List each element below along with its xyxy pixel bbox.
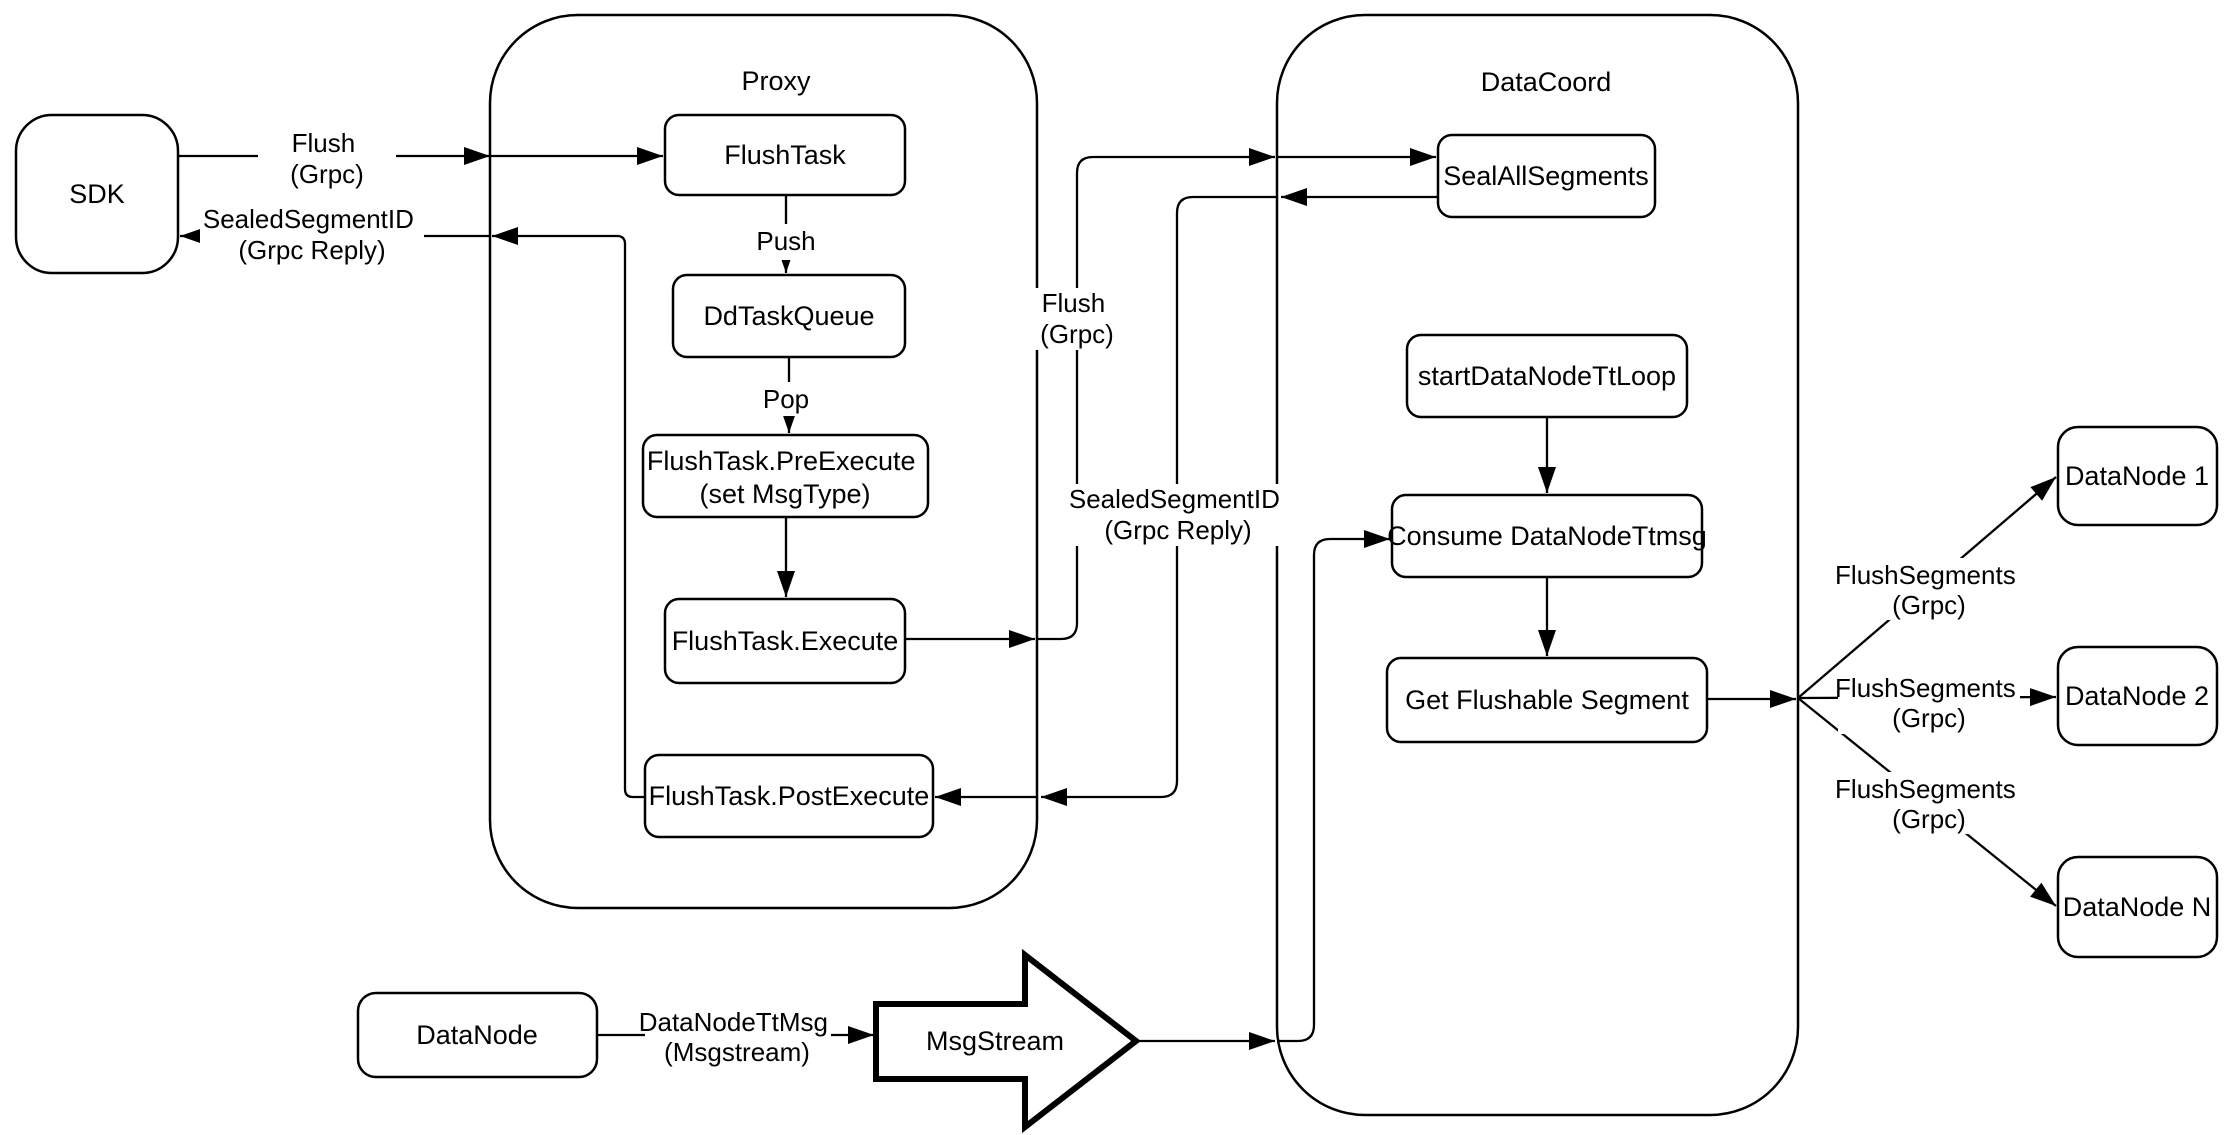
datacoord-container <box>1275 13 1800 1117</box>
edge-label-flush-grpc-sdk: Flush (Grpc) <box>290 128 364 189</box>
node-sealallsegments-label: SealAllSegments <box>1443 161 1649 191</box>
edges <box>178 147 2057 1050</box>
node-consumedatanodettmsg <box>1390 493 1704 579</box>
node-execute-label: FlushTask.Execute <box>672 626 899 656</box>
node-datanoden-label: DataNode N <box>2063 892 2212 922</box>
node-execute <box>663 597 907 685</box>
label-bg <box>645 1003 831 1065</box>
proxy-container <box>488 13 1039 910</box>
label-bg <box>1066 484 1290 546</box>
node-datanode2-label: DataNode 2 <box>2065 681 2209 711</box>
node-startdatanodettloop-label: startDataNodeTtLoop <box>1418 361 1676 391</box>
nodes: SDK FlushTask DdTaskQueue FlushTask.PreE… <box>14 113 2219 1134</box>
label-bg <box>752 382 824 416</box>
edge-label-sealedsegmentid-mid: SealedSegmentID (Grpc Reply) <box>1069 484 1287 545</box>
node-ddtaskqueue-label: DdTaskQueue <box>703 301 874 331</box>
edge-label-flushsegments-3: FlushSegments (Grpc) <box>1835 774 2023 834</box>
label-bg <box>200 204 424 266</box>
edge-label-pop: Pop <box>763 384 809 414</box>
node-datanode-bottom-label: DataNode <box>416 1020 538 1050</box>
node-getflushablesegment <box>1385 656 1709 744</box>
node-datanoden <box>2056 855 2219 959</box>
node-flushtask <box>663 113 907 197</box>
edge-label-flush-grpc-mid: Flush (Grpc) <box>1040 288 1114 349</box>
edge-label-push: Push <box>756 226 815 256</box>
label-bg <box>746 224 826 260</box>
node-flushtask-label: FlushTask <box>724 140 846 170</box>
edge-label-sealedsegmentid-sdk: SealedSegmentID (Grpc Reply) <box>203 204 421 265</box>
node-preexecute <box>641 433 930 519</box>
node-datanode1 <box>2056 425 2219 527</box>
node-consumedatanodettmsg-label: Consume DataNodeTtmsg <box>1387 521 1707 551</box>
node-ddtaskqueue <box>671 273 907 359</box>
edge-postexecute-to-proxy-edge <box>492 227 645 799</box>
node-msgstream-label: MsgStream <box>926 1026 1064 1056</box>
node-sealallsegments <box>1436 133 1657 219</box>
edge-label-datanodettmsg: DataNodeTtMsg (Msgstream) <box>639 1007 836 1067</box>
node-datanode1-label: DataNode 1 <box>2065 461 2209 491</box>
label-bg <box>1838 672 2020 734</box>
label-bg <box>1838 558 2020 620</box>
node-startdatanodettloop <box>1405 333 1689 419</box>
edge-flush-riser <box>1037 148 1275 641</box>
edge-labels: Flush (Grpc) SealedSegmentID (Grpc Reply… <box>200 128 2023 1067</box>
proxy-title: Proxy <box>741 66 811 96</box>
edge-label-flushsegments-1: FlushSegments (Grpc) <box>1835 560 2023 620</box>
node-datanode2 <box>2056 645 2219 747</box>
label-bg <box>258 128 396 190</box>
node-datanode-bottom <box>356 991 599 1079</box>
label-bg <box>1008 288 1146 350</box>
node-getflushablesegment-label: Get Flushable Segment <box>1405 685 1689 715</box>
node-sdk <box>14 113 180 275</box>
label-bg <box>1838 772 2020 834</box>
node-preexecute-label: FlushTask.PreExecute (set MsgType) <box>647 446 923 509</box>
edge-msgstream-riser-to-consume <box>1277 530 1390 1043</box>
node-sdk-label: SDK <box>69 179 125 209</box>
datacoord-title: DataCoord <box>1481 67 1612 97</box>
msgstream-block-arrow <box>873 948 1141 1134</box>
node-postexecute <box>643 753 935 839</box>
node-postexecute-label: FlushTask.PostExecute <box>649 781 930 811</box>
edge-label-flushsegments-2: FlushSegments (Grpc) <box>1835 673 2023 733</box>
